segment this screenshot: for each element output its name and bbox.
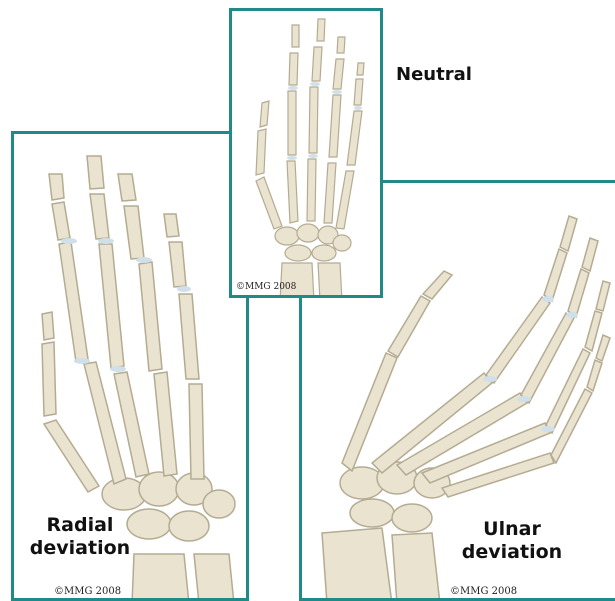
radial-label-line2: deviation bbox=[20, 537, 140, 560]
ulnar-label-line1: Ulnar bbox=[442, 518, 582, 541]
ulnar-copyright: ©MMG 2008 bbox=[450, 586, 517, 597]
radial-deviation-label: Radial deviation bbox=[20, 514, 140, 560]
neutral-label: Neutral bbox=[396, 64, 472, 86]
neutral-copyright: ©MMG 2008 bbox=[236, 282, 296, 292]
ulnar-deviation-label: Ulnar deviation bbox=[442, 518, 582, 564]
ulnar-label-line2: deviation bbox=[442, 541, 582, 564]
neutral-panel: ©MMG 2008 bbox=[229, 8, 383, 298]
radial-deviation-panel: Radial deviation ©MMG 2008 bbox=[11, 131, 249, 601]
neutral-hand-illustration bbox=[232, 11, 383, 298]
radial-label-line1: Radial bbox=[20, 514, 140, 537]
radial-copyright: ©MMG 2008 bbox=[54, 586, 121, 597]
